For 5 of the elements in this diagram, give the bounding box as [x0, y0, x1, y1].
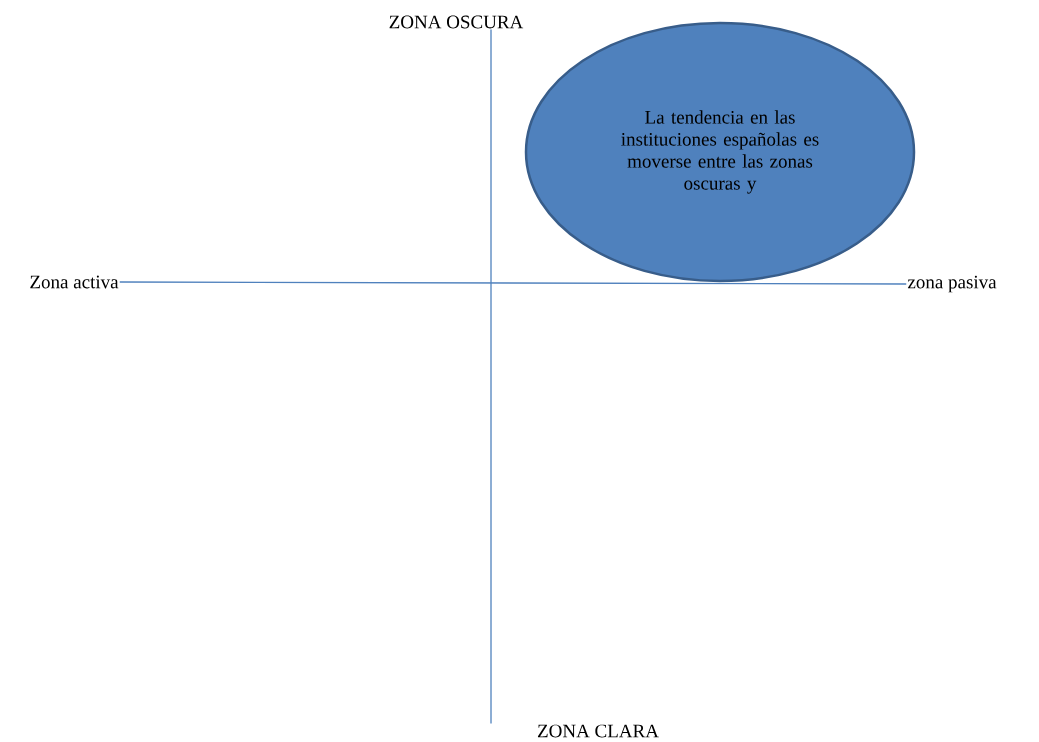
axis-line [119, 281, 907, 285]
axis-label: ZONA CLARA [537, 724, 659, 738]
axis-line [490, 28, 492, 725]
axis-label: ZONA OSCURA [389, 15, 524, 29]
axis-label: Zona activa [30, 275, 119, 289]
